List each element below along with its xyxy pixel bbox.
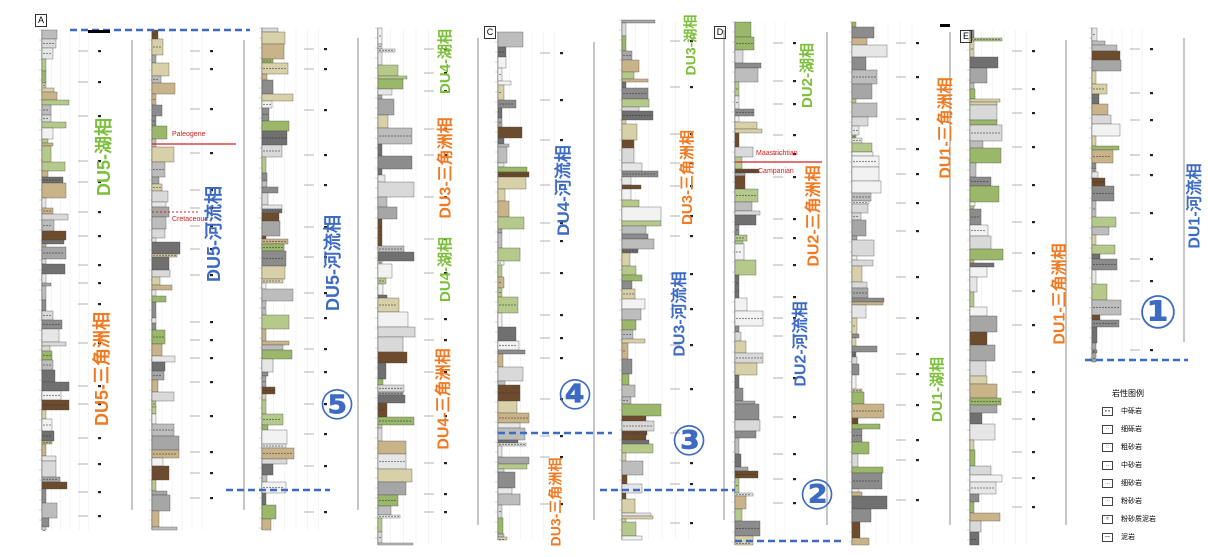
facies-label-du1-delta-a: DU1-三角洲相 xyxy=(937,77,955,179)
legend-label: 中砾岩 xyxy=(1121,408,1142,415)
lithology-symbol-icon: ·· xyxy=(1102,424,1113,434)
log-column xyxy=(619,19,725,541)
top-marker xyxy=(940,24,950,27)
circled-number-4: ④ xyxy=(557,370,593,419)
cretaceous-label: Cretaceous xyxy=(172,216,208,223)
legend-label: 粉砂质泥岩 xyxy=(1121,516,1156,523)
circled-number-3: ③ xyxy=(671,416,707,465)
circled-number-2: ② xyxy=(799,470,835,519)
lithology-symbol-icon: ≈ xyxy=(1102,514,1113,524)
panel-label-c: C xyxy=(484,26,496,39)
log-column xyxy=(259,27,359,531)
log-column xyxy=(495,31,595,541)
campanian-label: Campanian xyxy=(758,168,794,175)
log-column xyxy=(1089,27,1185,363)
log-column xyxy=(732,21,828,546)
lithology-symbol-icon: ∘∘ xyxy=(1102,406,1113,416)
lithology-symbol-icon: .. xyxy=(1102,460,1113,470)
legend-item: — 泥岩 xyxy=(1102,532,1135,542)
lithology-symbol-icon: … xyxy=(1102,478,1113,488)
facies-label-du1-river: DU1-河流相 xyxy=(1186,163,1204,249)
legend-item: ·· 细砾岩 xyxy=(1102,424,1142,434)
facies-label-du4-river: DU4-河流相 xyxy=(553,145,573,236)
facies-label-du5-river-b: DU5-河流相 xyxy=(323,214,344,312)
facies-label-du2-lake: DU2-湖相 xyxy=(799,42,817,109)
facies-label-du4-delta: DU4-三角洲相 xyxy=(435,348,453,450)
lithology-symbol-icon: — xyxy=(1102,532,1113,542)
facies-label-du5-delta: DU5-三角洲相 xyxy=(92,311,113,427)
facies-label-du3-delta-a: DU3-三角洲相 xyxy=(437,117,455,219)
log-column xyxy=(375,27,479,546)
legend-label: 细砂岩 xyxy=(1121,480,1142,487)
legend-item: .. 中砂岩 xyxy=(1102,460,1142,470)
legend-label: 粉砂岩 xyxy=(1121,498,1142,505)
facies-label-du4-lake-a: DU4-湖相 xyxy=(437,28,455,95)
facies-label-du2-river: DU2-河流相 xyxy=(792,301,810,387)
maastrichtian-label: Maastrichtian xyxy=(756,150,798,157)
legend-item: ≈ 粉砂质泥岩 xyxy=(1102,514,1156,524)
facies-label-du4-lake-b: DU4-湖相 xyxy=(437,236,455,303)
facies-label-du5-river-a: DU5-河流相 xyxy=(204,185,225,283)
log-column xyxy=(149,29,245,531)
facies-label-du2-delta: DU2-三角洲相 xyxy=(805,165,823,267)
panel-label-a: A xyxy=(35,14,47,27)
top-marker xyxy=(88,30,110,33)
lithology-symbol-icon: :: xyxy=(1102,442,1113,452)
paleogene-label: Paleogene xyxy=(172,131,206,138)
legend-label: 粗砂岩 xyxy=(1121,444,1142,451)
legend-label: 泥岩 xyxy=(1121,534,1135,541)
facies-label-du3-delta-b: DU3-三角洲相 xyxy=(547,457,564,547)
panel-label-d: D xyxy=(714,26,726,39)
legend-item: … 细砂岩 xyxy=(1102,478,1142,488)
facies-label-du3-river: DU3-河流相 xyxy=(671,271,689,357)
legend-title: 岩性图例 xyxy=(1112,389,1144,398)
legend-item: ⋯ 粉砂岩 xyxy=(1102,496,1142,506)
facies-label-du5-lake: DU5-湖相 xyxy=(94,117,115,197)
facies-label-du3-lake: DU3-湖相 xyxy=(682,14,699,76)
legend-item: ::粗砂岩 xyxy=(1102,442,1142,452)
legend-label: 细砾岩 xyxy=(1121,426,1142,433)
legend-item: ∘∘ 中砾岩 xyxy=(1102,406,1142,416)
log-column xyxy=(39,29,133,532)
facies-label-du1-delta-b: DU1-三角洲相 xyxy=(1051,243,1069,345)
circled-number-1: ① xyxy=(1138,285,1178,339)
panel-label-e: E xyxy=(960,30,972,43)
facies-label-du3-delta-c: DU3-三角洲相 xyxy=(679,129,697,226)
legend-label: 中砂岩 xyxy=(1121,462,1142,469)
circled-number-5: ⑤ xyxy=(319,380,355,429)
lithology-symbol-icon: ⋯ xyxy=(1102,496,1113,506)
log-column xyxy=(849,21,951,546)
facies-label-du1-lake: DU1-湖相 xyxy=(929,356,947,423)
